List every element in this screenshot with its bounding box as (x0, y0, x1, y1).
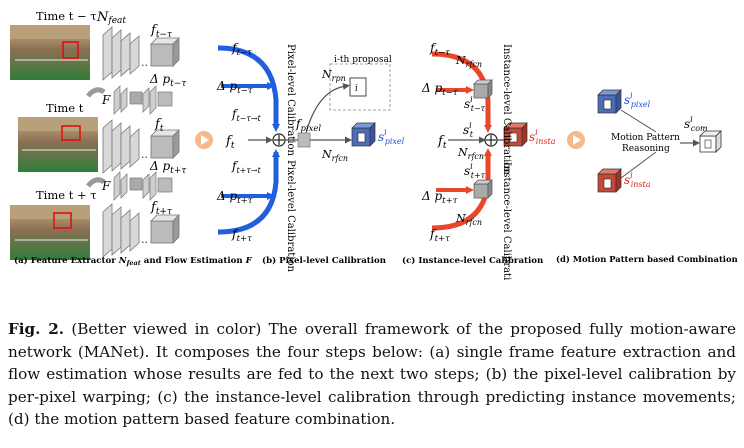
feature-label-t: ft (154, 117, 164, 134)
svg-text:Δ pt−τ: Δ pt−τ (216, 79, 253, 96)
panel-c-caption: (c) Instance-level Calibration (402, 255, 544, 266)
svg-text:i-th proposal: i-th proposal (334, 55, 392, 65)
svg-text:ft+τ: ft+τ (429, 226, 450, 244)
svg-text:F: F (101, 179, 111, 193)
svg-text:ft−τ: ft−τ (429, 40, 450, 58)
svg-text:..: .. (141, 233, 148, 246)
svg-text:Δ pt+τ: Δ pt+τ (149, 159, 187, 176)
s-insta-cube (503, 122, 528, 147)
svg-text:ft: ft (437, 134, 447, 151)
svg-text:Nrfcn: Nrfcn (455, 212, 482, 227)
svg-text:Nrfcn: Nrfcn (457, 146, 484, 161)
svg-text:Motion Pattern: Motion Pattern (611, 133, 680, 143)
svg-text:Reasoning: Reasoning (622, 144, 670, 154)
time-label-minus: Time t − τ (36, 9, 97, 23)
svg-text:ft: ft (225, 134, 235, 151)
svg-text:i: i (355, 84, 358, 94)
flow-network-plus: F Δ pt+τ (86, 159, 187, 201)
insta-cube-bottom (473, 179, 493, 199)
video-frame-t (18, 117, 98, 172)
svg-text:..: .. (141, 148, 148, 161)
d-s-pixel-cube (597, 89, 622, 114)
n-feat-label: Nfeat (96, 10, 126, 26)
time-label-t: Time t (46, 101, 84, 115)
s-pixel-cube (351, 122, 376, 147)
feature-label-minus: ft−τ (150, 23, 173, 40)
insta-cube-top (473, 79, 493, 99)
svg-text:Δ pt−τ: Δ pt−τ (421, 81, 458, 98)
d-s-insta-cube (597, 168, 622, 193)
video-frame-plus (10, 205, 90, 260)
panel-d-caption: (d) Motion Pattern based Combination (556, 254, 738, 264)
svg-text:fpixel: fpixel (295, 117, 321, 134)
figure-caption: Fig. 2. (Better viewed in color) The ove… (8, 318, 736, 431)
panel-b: i ft−τ Δ pt−τ ft−τ→t ft ft+τ→t Δ pt+τ ft… (216, 40, 405, 273)
feature-stack-t: .. (102, 119, 180, 174)
svg-text:F: F (101, 93, 111, 107)
svg-text:ft+τ→t: ft+τ→t (231, 159, 262, 175)
f-pixel-block (297, 132, 311, 148)
figure-label: Fig. 2. (8, 320, 65, 338)
svg-text:Nrfcn: Nrfcn (321, 148, 348, 163)
svg-text:sit+τ: sit+τ (464, 162, 486, 180)
panel-b-caption: (b) Pixel-level Calibration (262, 255, 387, 266)
svg-text:Δ pt+τ: Δ pt+τ (421, 189, 458, 206)
video-frame-minus (10, 25, 90, 80)
svg-text:sit: sit (463, 121, 474, 139)
svg-text:Δ pt−τ: Δ pt−τ (149, 72, 187, 89)
svg-text:sit−τ: sit−τ (464, 95, 486, 113)
proposal-box (329, 63, 391, 111)
vertical-label-b-top: Pixel-level Calibration (285, 44, 296, 157)
s-com-cube (699, 130, 722, 153)
flow-arrow-a-b (195, 131, 213, 149)
svg-text:ft−τ: ft−τ (231, 40, 252, 58)
feature-stack-plus: .. (102, 203, 180, 258)
framework-figure: Time t − τ Time t Time t + τ Nfeat (10, 9, 738, 280)
flow-network-minus: F Δ pt−τ (86, 72, 187, 115)
panel-a: Time t − τ Time t Time t + τ Nfeat (10, 9, 253, 267)
vertical-label-c-bottom: Instance-level Calibration (501, 162, 512, 280)
svg-text:Nrpn: Nrpn (321, 68, 346, 83)
time-label-plus: Time t + τ (36, 188, 97, 202)
vertical-label-b-bottom: Pixel-level Calibration (285, 160, 296, 273)
panel-a-caption: (a) Feature Extractor Nfeat and Flow Est… (14, 255, 253, 267)
svg-text:..: .. (141, 56, 148, 69)
caption-text: (Better viewed in color) The overall fra… (8, 320, 736, 428)
feature-stack-minus: .. (102, 26, 180, 81)
vertical-label-c-top: Instance-level Calibration (501, 44, 512, 175)
flow-arrow-c-d (567, 131, 585, 149)
svg-text:Nrfcn: Nrfcn (455, 54, 482, 69)
svg-text:ft−τ→t: ft−τ→t (231, 107, 262, 123)
feature-label-plus: ft+τ (150, 200, 173, 217)
svg-text:Δ pt+τ: Δ pt+τ (216, 189, 253, 206)
svg-text:ft+τ: ft+τ (231, 226, 252, 244)
